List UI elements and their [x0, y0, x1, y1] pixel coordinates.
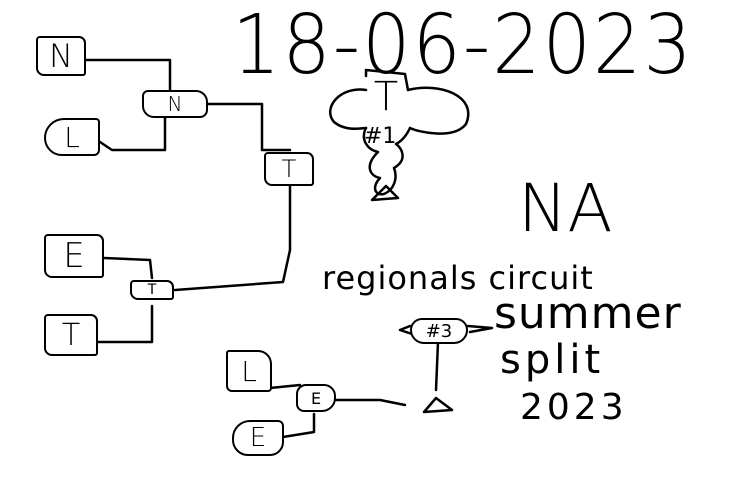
third-match-winner-box: E [296, 384, 336, 412]
split-label: split [500, 337, 605, 383]
semifinal-box-1: N [142, 90, 208, 118]
semifinal-winner: N [167, 92, 183, 116]
seed-box-t: T [44, 314, 98, 356]
third-place-cup: #3 [410, 318, 468, 344]
third-match-letter: E [249, 423, 267, 453]
third-match-letter: L [241, 354, 257, 388]
third-match-winner: E [310, 388, 322, 408]
event-date: 18-06-2023 [232, 0, 694, 93]
final-winner: T [281, 155, 297, 183]
seed-box-e: E [44, 234, 104, 278]
seed-letter: E [63, 236, 85, 276]
seed-letter: N [49, 37, 73, 75]
seed-box-l: L [44, 118, 100, 156]
semifinal-winner: T [147, 282, 157, 298]
seed-letter: T [61, 317, 81, 353]
semifinal-box-2: T [130, 280, 174, 300]
split-year: 2023 [520, 387, 628, 428]
region-title: NA [518, 170, 613, 247]
third-place-label: #3 [425, 320, 453, 342]
third-match-team-l: L [226, 350, 272, 392]
circuit-title: regionals circuit [322, 259, 594, 297]
final-box: T [264, 152, 314, 186]
split-season: summer [494, 288, 682, 339]
champion-box: T [365, 74, 407, 120]
champion-letter: T [373, 74, 399, 120]
seed-box-n: N [36, 36, 86, 76]
first-place-label: #1 [364, 124, 397, 149]
third-match-team-e: E [232, 420, 284, 456]
seed-letter: L [64, 120, 80, 154]
